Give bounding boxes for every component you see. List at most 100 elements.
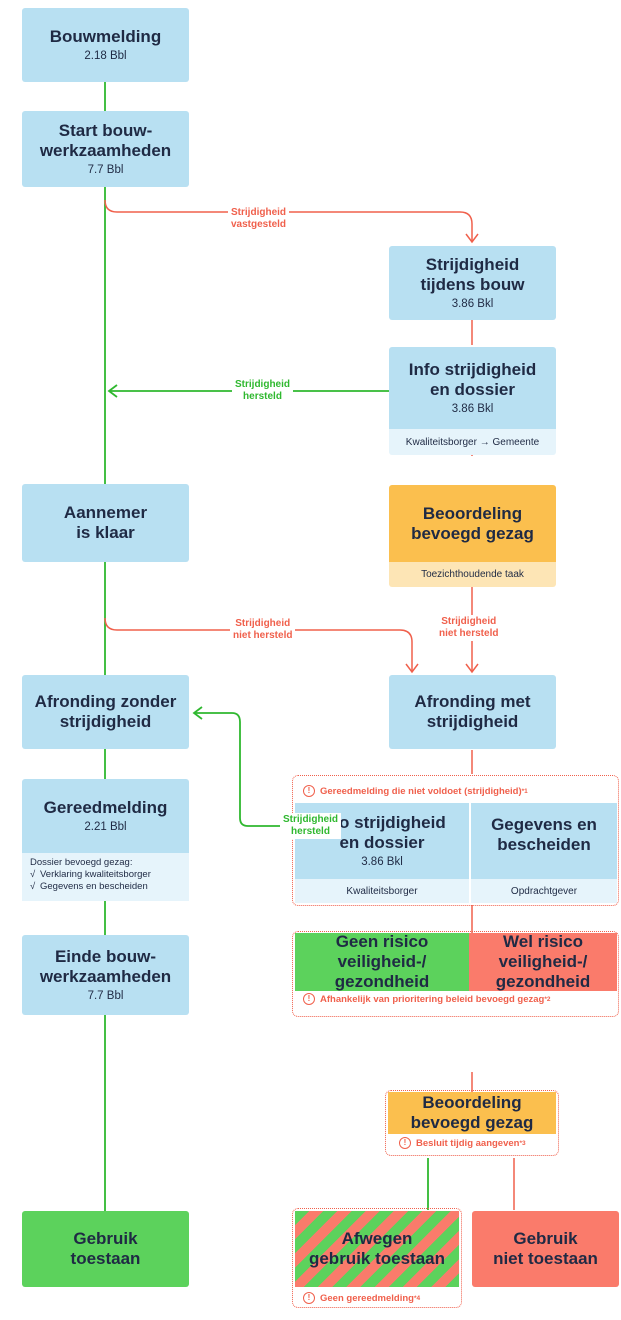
gereedmelding-ref: 2.21 Bbl <box>84 820 127 833</box>
afronding-zonder-title-2: strijdigheid <box>59 712 152 731</box>
beoordeling-2-box: Beoordeling bevoegd gezag <box>388 1092 556 1134</box>
strijdigheid-bouw-title-2: tijdens bouw <box>420 274 525 294</box>
warning-icon: ! <box>303 1292 315 1304</box>
label-line-1: Strijdigheid <box>441 616 497 627</box>
wel-risico-title-2: veiligheid-/ <box>498 952 588 971</box>
geen-risico-box: Geen risico veiligheid-/ gezondheid <box>295 932 469 991</box>
gebruik-niet-title-1: Gebruik <box>513 1229 578 1248</box>
note-footnote: *3 <box>519 1139 526 1147</box>
bouwmelding-box: Bouwmelding 2.18 Bbl <box>22 8 189 82</box>
einde-bouw-title-1: Einde bouw- <box>54 946 157 966</box>
info-strijdigheid-ref: 3.86 Bkl <box>451 402 494 415</box>
afronding-zonder-title-1: Afronding zonder <box>34 692 177 711</box>
label-line-2: hersteld <box>243 391 282 402</box>
info-strijdigheid-2-title-1: Info strijdigheid <box>318 812 446 832</box>
beoordeling-2-title-1: Beoordeling <box>422 1093 522 1112</box>
dossier-item-label: Gegevens en bescheiden <box>40 881 148 892</box>
gebruik-toestaan-box: Gebruik toestaan <box>22 1211 189 1287</box>
afwegen-group <box>292 1208 462 1308</box>
start-bouw-title-1: Start bouw- <box>58 120 153 140</box>
geen-risico-title-1: Geen risico <box>335 932 429 951</box>
warning-icon: ! <box>303 785 315 797</box>
info-strijdigheid-title-1: Info strijdigheid <box>408 359 537 379</box>
info-strijdigheid-2-ref: 3.86 Bkl <box>361 855 403 868</box>
label-strijdigheid-niet-hersteld-2: Strijdigheid niet hersteld <box>436 615 502 641</box>
beoordeling-1-title-1: Beoordeling <box>422 503 523 523</box>
label-line-1: Strijdigheid <box>231 207 287 218</box>
label-line-2: hersteld <box>291 826 330 837</box>
wel-risico-box: Wel risico veiligheid-/ gezondheid <box>469 932 617 991</box>
gebruik-niet-toestaan-box: Gebruik niet toestaan <box>472 1211 619 1287</box>
wel-risico-title-1: Wel risico <box>503 932 583 951</box>
einde-bouw-box: Einde bouw- werkzaamheden 7.7 Bbl <box>22 935 189 1015</box>
label-line-2: vastgesteld <box>231 219 287 230</box>
afwegen-box: Afwegen gebruik toestaan <box>295 1211 459 1287</box>
geen-risico-title-3: gezondheid <box>334 972 430 991</box>
gegevens-title-2: bescheiden <box>497 835 591 854</box>
afwegen-title-1: Afwegen <box>341 1229 413 1248</box>
label-line-2: niet hersteld <box>439 628 499 639</box>
beoordeling-2-group <box>385 1090 559 1156</box>
geen-risico-title-2: veiligheid-/ <box>337 952 427 971</box>
check-icon: √ <box>30 869 36 880</box>
beoordeling-1-box: Beoordeling bevoegd gezag <box>389 485 556 562</box>
label-line-1: Strijdigheid <box>235 618 291 629</box>
note-text: Gereedmelding die niet voldoet (strijdig… <box>320 785 522 797</box>
beoordeling-2-title-2: bevoegd gezag <box>410 1113 534 1132</box>
warning-icon: ! <box>303 993 315 1005</box>
dossier-item-2: √ Gegevens en bescheiden <box>30 881 181 893</box>
warning-icon: ! <box>399 1137 411 1149</box>
note-text: Besluit tijdig aangeven <box>416 1137 520 1149</box>
risico-group <box>292 931 619 1017</box>
wel-risico-title-3: gezondheid <box>495 972 591 991</box>
risico-note: ! Afhankelijk van prioritering beleid be… <box>300 993 554 1005</box>
aannemer-title-1: Aannemer <box>63 503 148 522</box>
gegevens-sub: Opdrachtgever <box>471 879 617 903</box>
label-line-1: Strijdigheid <box>283 814 338 825</box>
check-icon: √ <box>30 881 36 892</box>
info-strijdigheid-box: Info strijdigheid en dossier 3.86 Bkl <box>389 347 556 429</box>
gebruik-niet-title-2: niet toestaan <box>493 1249 598 1268</box>
gereedmelding-title: Gereedmelding <box>43 797 168 817</box>
note-footnote: *2 <box>544 995 551 1003</box>
bouwmelding-title: Bouwmelding <box>49 26 162 46</box>
info-strijdigheid-2-sub: Kwaliteitsborger <box>295 879 469 903</box>
beoordeling-1-title-2: bevoegd gezag <box>411 523 534 543</box>
einde-bouw-ref: 7.7 Bbl <box>87 989 124 1002</box>
note-footnote: *1 <box>521 787 528 795</box>
gegevens-bescheiden-box: Gegevens en bescheiden <box>471 803 617 879</box>
strijdigheid-bouw-box: Strijdigheid tijdens bouw 3.86 Bkl <box>389 246 556 320</box>
label-strijdigheid-vastgesteld: Strijdigheid vastgesteld <box>228 206 290 232</box>
afronding-met-box: Afronding met strijdigheid <box>389 675 556 749</box>
gebruik-toestaan-title-2: toestaan <box>70 1249 141 1268</box>
beoordeling-1-sub: Toezichthoudende taak <box>389 562 556 587</box>
gebruik-toestaan-title-1: Gebruik <box>73 1229 138 1248</box>
gereedmelding-box: Gereedmelding 2.21 Bbl <box>22 779 189 853</box>
afwegen-note: ! Geen gereedmelding*4 <box>300 1292 424 1304</box>
start-bouw-box: Start bouw- werkzaamheden 7.7 Bbl <box>22 111 189 187</box>
einde-bouw-title-2: werkzaamheden <box>39 966 172 986</box>
strijdigheid-bouw-title-1: Strijdigheid <box>425 254 520 274</box>
aannemer-title-2: is klaar <box>76 523 135 542</box>
beoordeling-2-note: ! Besluit tijdig aangeven*3 <box>396 1137 529 1149</box>
note-text: Afhankelijk van prioritering beleid bevo… <box>320 993 545 1005</box>
afronding-met-title-1: Afronding met <box>414 692 531 711</box>
info-strijdigheid-2-title-2: en dossier <box>339 832 425 852</box>
note-text: Geen gereedmelding <box>320 1292 414 1304</box>
label-strijdigheid-niet-hersteld-1: Strijdigheid niet hersteld <box>230 617 296 643</box>
dossier-bevoegd-gezag: Dossier bevoegd gezag: √ Verklaring kwali… <box>22 853 189 901</box>
note-footnote: *4 <box>413 1294 421 1302</box>
gereedmelding-niet-voldoet-note: ! Gereedmelding die niet voldoet (strijd… <box>300 785 531 797</box>
dossier-item-label: Verklaring kwaliteitsborger <box>40 869 151 880</box>
dossier-title: Dossier bevoegd gezag: <box>30 857 133 868</box>
label-line-1: Strijdigheid <box>235 379 290 390</box>
dossier-item-1: √ Verklaring kwaliteitsborger <box>30 869 181 881</box>
info-strijdigheid-sub: Kwaliteitsborger → Gemeente <box>389 429 556 455</box>
start-bouw-title-2: werkzaamheden <box>39 140 172 160</box>
afronding-zonder-box: Afronding zonder strijdigheid <box>22 675 189 749</box>
strijdigheid-bouw-ref: 3.86 Bkl <box>451 297 494 310</box>
afwegen-title-2: gebruik toestaan <box>308 1249 446 1268</box>
label-strijdigheid-hersteld-2: Strijdigheid hersteld <box>280 813 341 839</box>
info-strijdigheid-title-2: en dossier <box>429 379 516 399</box>
bouwmelding-ref: 2.18 Bbl <box>84 49 127 62</box>
